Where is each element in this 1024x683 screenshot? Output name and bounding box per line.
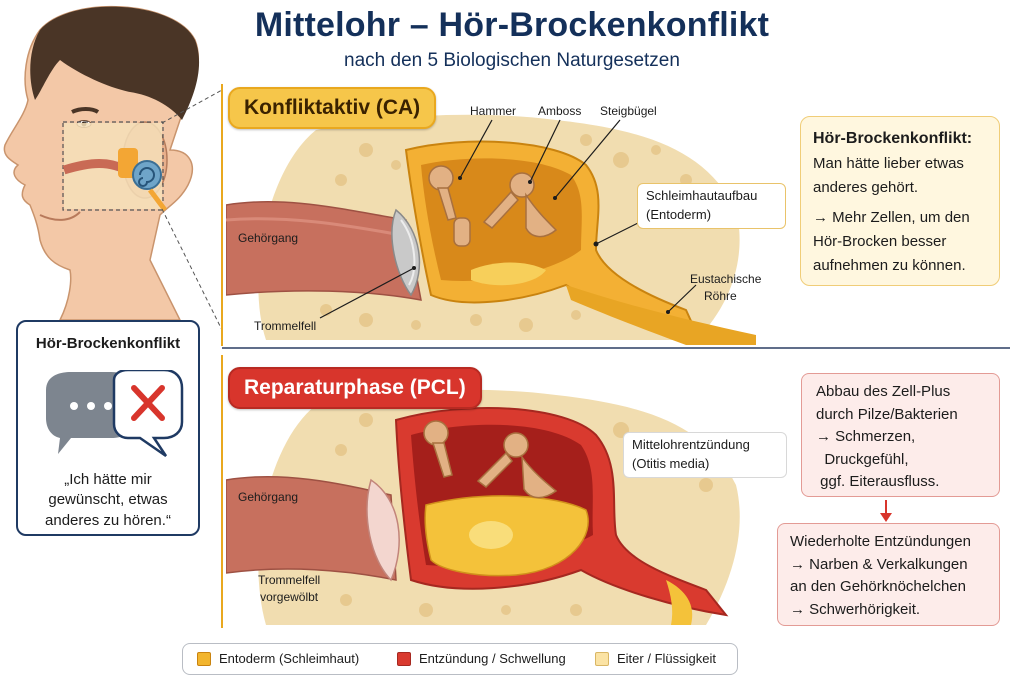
label-schleimhautaufbau: Schleimhautaufbau (Entoderm) [637, 183, 786, 229]
info-panel-pcl-2-line2: → Narben & Verkalkungen [790, 555, 968, 573]
head-illustration [3, 5, 200, 320]
label-amboss: Amboss [538, 104, 582, 118]
label-eustachische-roehre: Eustachische Röhre [690, 271, 761, 306]
arrow-down-icon [880, 500, 892, 522]
legend-swatch-eiter [595, 652, 609, 666]
legend-label-entoderm: Entoderm (Schleimhaut) [219, 651, 360, 666]
info-panel-ca: Hör-Brockenkonflikt: Man hätte lieber et… [800, 116, 1000, 286]
cross-icon [131, 385, 165, 421]
info-panel-pcl-1-line2: durch Pilze/Bakterien [816, 405, 958, 423]
info-panel-pcl-1: Abbau des Zell-Plus durch Pilze/Bakterie… [801, 373, 1000, 497]
quote-title: Hör-Brockenkonflikt [35, 335, 181, 352]
label-mittelohr-line2: (Otitis media) [632, 455, 710, 471]
page-subtitle: nach den 5 Biologischen Naturgesetzen [344, 50, 680, 71]
label-steigbuegel: Steigbügel [600, 104, 657, 118]
info-panel-pcl-2-line3: an den Gehörknöchelchen [790, 578, 966, 595]
label-schleimhautaufbau-line1: Schleimhautaufbau [646, 188, 758, 203]
info-panel-pcl-1-line1: Abbau des Zell-Plus [816, 383, 951, 400]
info-panel-ca-line5: aufnehmen zu können. [813, 256, 966, 274]
legend-item-entoderm: Entoderm (Schleimhaut) [197, 651, 359, 666]
quote-line1: „Ich hätte mir [64, 471, 152, 488]
legend-item-entzuendung: Entzündung / Schwellung [397, 651, 566, 666]
label-gehoergang-ca: Gehörgang [238, 231, 299, 245]
label-schleimhautaufbau-line2: (Entoderm) [646, 206, 712, 222]
info-panel-pcl-2-line1: Wiederholte Entzündungen [790, 533, 971, 550]
legend-swatch-entoderm [197, 652, 211, 666]
info-panel-ca-line3: → Mehr Zellen, um den [813, 208, 970, 226]
label-trommelfell-pcl-line1: Trommelfell [258, 573, 321, 587]
ear-anatomy-ca [226, 114, 756, 345]
label-gehoergang-pcl: Gehörgang [238, 490, 299, 504]
info-panel-pcl-1-line5: ggf. Eiterausfluss. [816, 473, 940, 490]
phase-badge-pcl: Reparaturphase (PCL) [228, 367, 482, 409]
phase-badge-ca: Konfliktaktiv (CA) [228, 87, 437, 129]
legend-label-eiter: Eiter / Flüssigkeit [617, 651, 716, 666]
quote-card: Hör-Brockenkonflikt „Ich hätte mir gewün… [16, 320, 200, 536]
label-hammer: Hammer [470, 104, 517, 118]
zoom-lines [161, 89, 223, 331]
legend-item-eiter: Eiter / Flüssigkeit [595, 651, 716, 666]
quote-text: „Ich hätte mir gewünscht, etwas anderes … [18, 470, 198, 531]
label-trommelfell-pcl-line2: vorgewölbt [260, 590, 319, 605]
legend-swatch-entzuendung [397, 652, 411, 666]
label-mittelohr-line1: Mittelohrentzündung [632, 437, 750, 452]
label-mittelohrentzuendung: Mittelohrentzündung (Otitis media) [623, 432, 787, 478]
quote-line2: gewünscht, etwas [48, 491, 168, 509]
speech-bubbles-icon [46, 370, 184, 458]
label-trommelfell-pcl: Trommelfell vorgewölbt [258, 572, 320, 607]
info-panel-ca-heading: Hör-Brockenkonflikt: [813, 130, 973, 147]
label-trommelfell-ca: Trommelfell [254, 319, 317, 333]
legend: Entoderm (Schleimhaut) Entzündung / Schw… [182, 643, 738, 675]
label-eustachische-line2: Röhre [704, 289, 737, 304]
label-eustachische-line1: Eustachische [690, 272, 762, 286]
info-panel-ca-line2: anderes gehört. [813, 178, 919, 196]
info-panel-pcl-2-line4: → Schwerhörigkeit. [790, 600, 921, 618]
quote-line3: anderes zu hören.“ [45, 511, 171, 529]
info-panel-pcl-1-line4: Druckgefühl, [816, 450, 909, 468]
info-panel-pcl-1-line3: → Schmerzen, [816, 428, 916, 445]
ear-anatomy-pcl [226, 389, 740, 625]
info-panel-ca-line1: Man hätte lieber etwas [813, 154, 964, 172]
legend-label-entzuendung: Entzündung / Schwellung [419, 651, 566, 666]
page-title: Mittelohr – Hör-Brockenkonflikt [254, 6, 770, 44]
info-panel-ca-line4: Hör-Brocken besser [813, 232, 947, 250]
info-panel-pcl-2: Wiederholte Entzündungen → Narben & Verk… [777, 523, 1000, 626]
